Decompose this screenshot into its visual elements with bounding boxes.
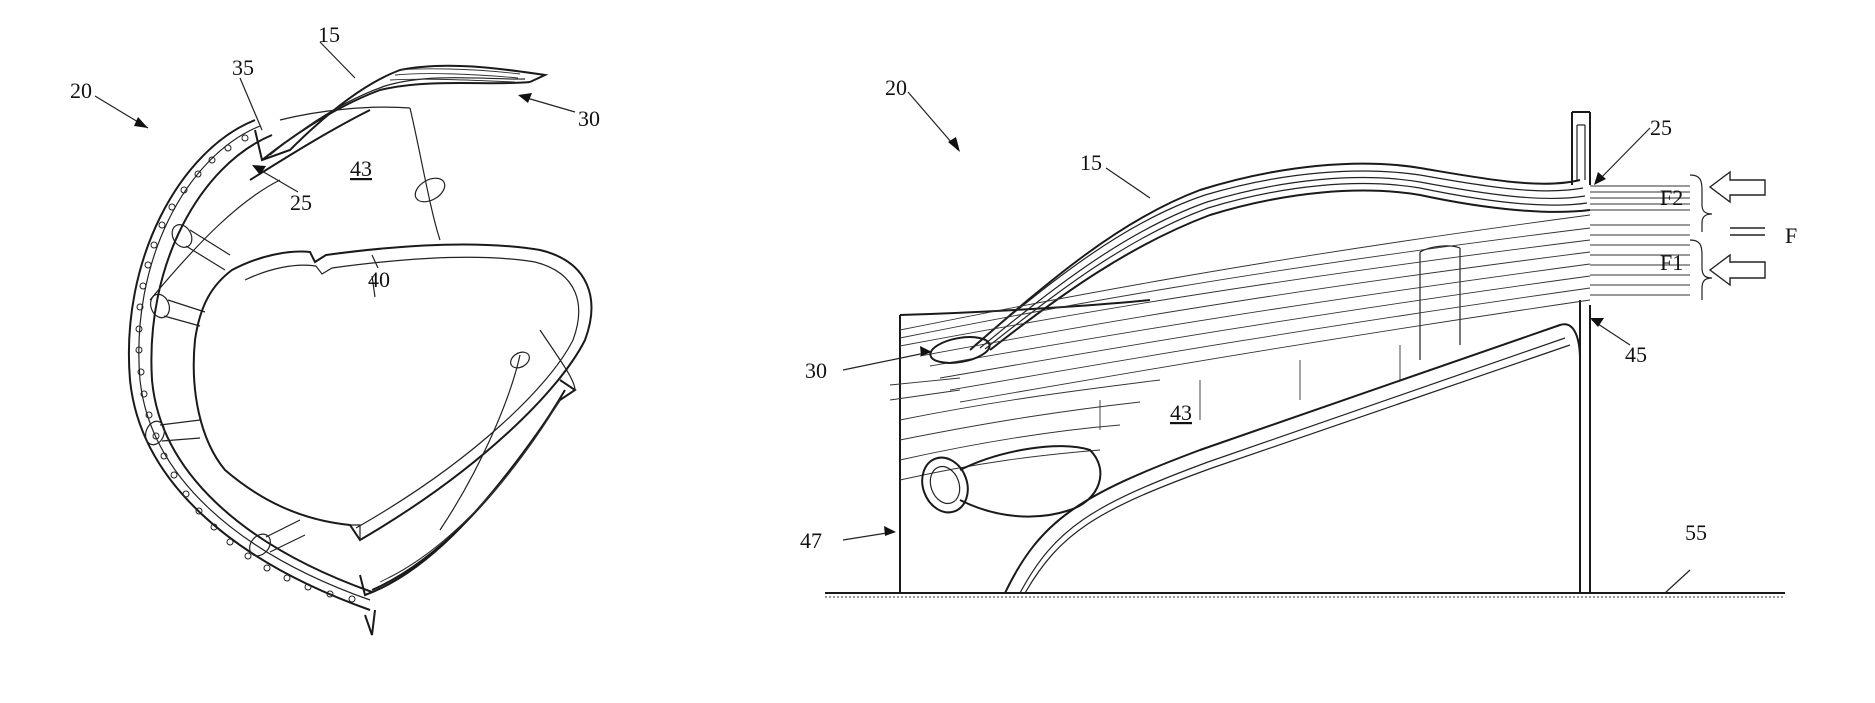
- leader-55: [1665, 570, 1690, 593]
- label-ref-20-right: 20: [885, 75, 907, 100]
- right-annotations: 20 15 25 F2 F F1 45 30 43 47 55: [800, 75, 1797, 593]
- label-ref-F1: F1: [1660, 250, 1683, 275]
- bracket-F1: [1690, 240, 1712, 300]
- label-ref-30-left: 30: [578, 106, 600, 131]
- flow-streamlines: [890, 186, 1690, 480]
- label-ref-20-left: 20: [70, 78, 92, 103]
- label-ref-15-right: 15: [1080, 150, 1102, 175]
- arrowhead-47: [884, 526, 896, 536]
- leader-15-right: [1106, 168, 1150, 198]
- leader-15-left: [320, 42, 355, 78]
- leader-25-right: [1596, 128, 1650, 183]
- label-ref-F2: F2: [1660, 185, 1683, 210]
- label-ref-35: 35: [232, 55, 254, 80]
- label-ref-25-left: 25: [290, 190, 312, 215]
- bracket-F2: [1690, 175, 1712, 232]
- arrowhead-20-right: [948, 137, 960, 152]
- bolt-holes: [136, 135, 355, 602]
- label-ref-25-right: 25: [1650, 115, 1672, 140]
- arrowhead-25-left: [252, 165, 266, 175]
- outer-flange: [129, 120, 372, 610]
- flow-arrow-lower: [1710, 255, 1765, 285]
- label-ref-F: F: [1785, 223, 1797, 248]
- label-ref-43-right: 43: [1170, 400, 1192, 425]
- label-ref-30-right: 30: [805, 358, 827, 383]
- right-figure: 20 15 25 F2 F F1 45 30 43 47 55: [800, 75, 1797, 597]
- label-ref-45: 45: [1625, 342, 1647, 367]
- flow-arrows: [1710, 172, 1765, 285]
- label-ref-55: 55: [1685, 520, 1707, 545]
- label-ref-47: 47: [800, 528, 822, 553]
- arrowhead-20-left: [134, 117, 148, 128]
- label-ref-43-left: 43: [350, 156, 372, 181]
- left-figure: 20 35 15 30 43 25 40: [70, 22, 600, 635]
- label-ref-40: 40: [368, 267, 390, 292]
- arrowhead-45: [1590, 318, 1604, 327]
- label-ref-15-left: 15: [318, 22, 340, 47]
- arrowhead-30-left: [518, 93, 532, 103]
- left-annotations: 20 35 15 30 43 25 40: [70, 22, 600, 297]
- flow-arrow-upper: [1710, 172, 1765, 202]
- leader-30-right: [843, 352, 930, 370]
